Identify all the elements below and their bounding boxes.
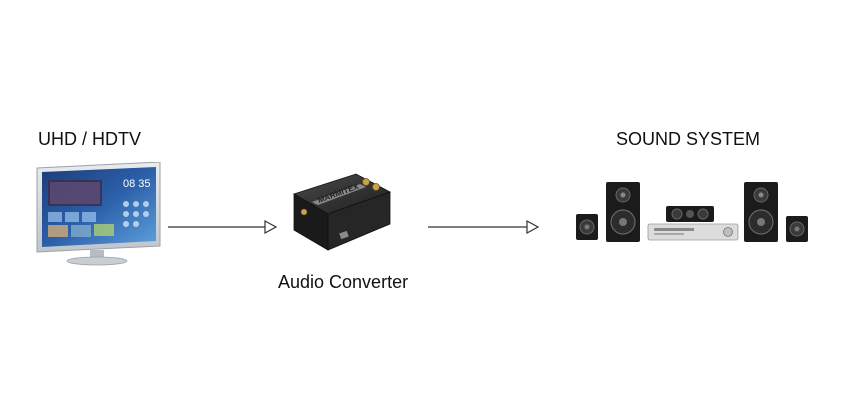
sound-system-icon <box>574 176 810 246</box>
converter-label: Audio Converter <box>278 272 409 292</box>
tv-clock: 08 35 <box>123 178 151 190</box>
destination-label: SOUND SYSTEM <box>616 129 761 149</box>
arrow-converter-to-destination <box>428 218 540 236</box>
audio-converter-icon: MARMITEX <box>286 166 396 258</box>
arrow-source-to-converter <box>168 218 278 236</box>
tv-icon: 08 35 <box>34 162 164 266</box>
source-label: UHD / HDTV <box>38 129 141 149</box>
